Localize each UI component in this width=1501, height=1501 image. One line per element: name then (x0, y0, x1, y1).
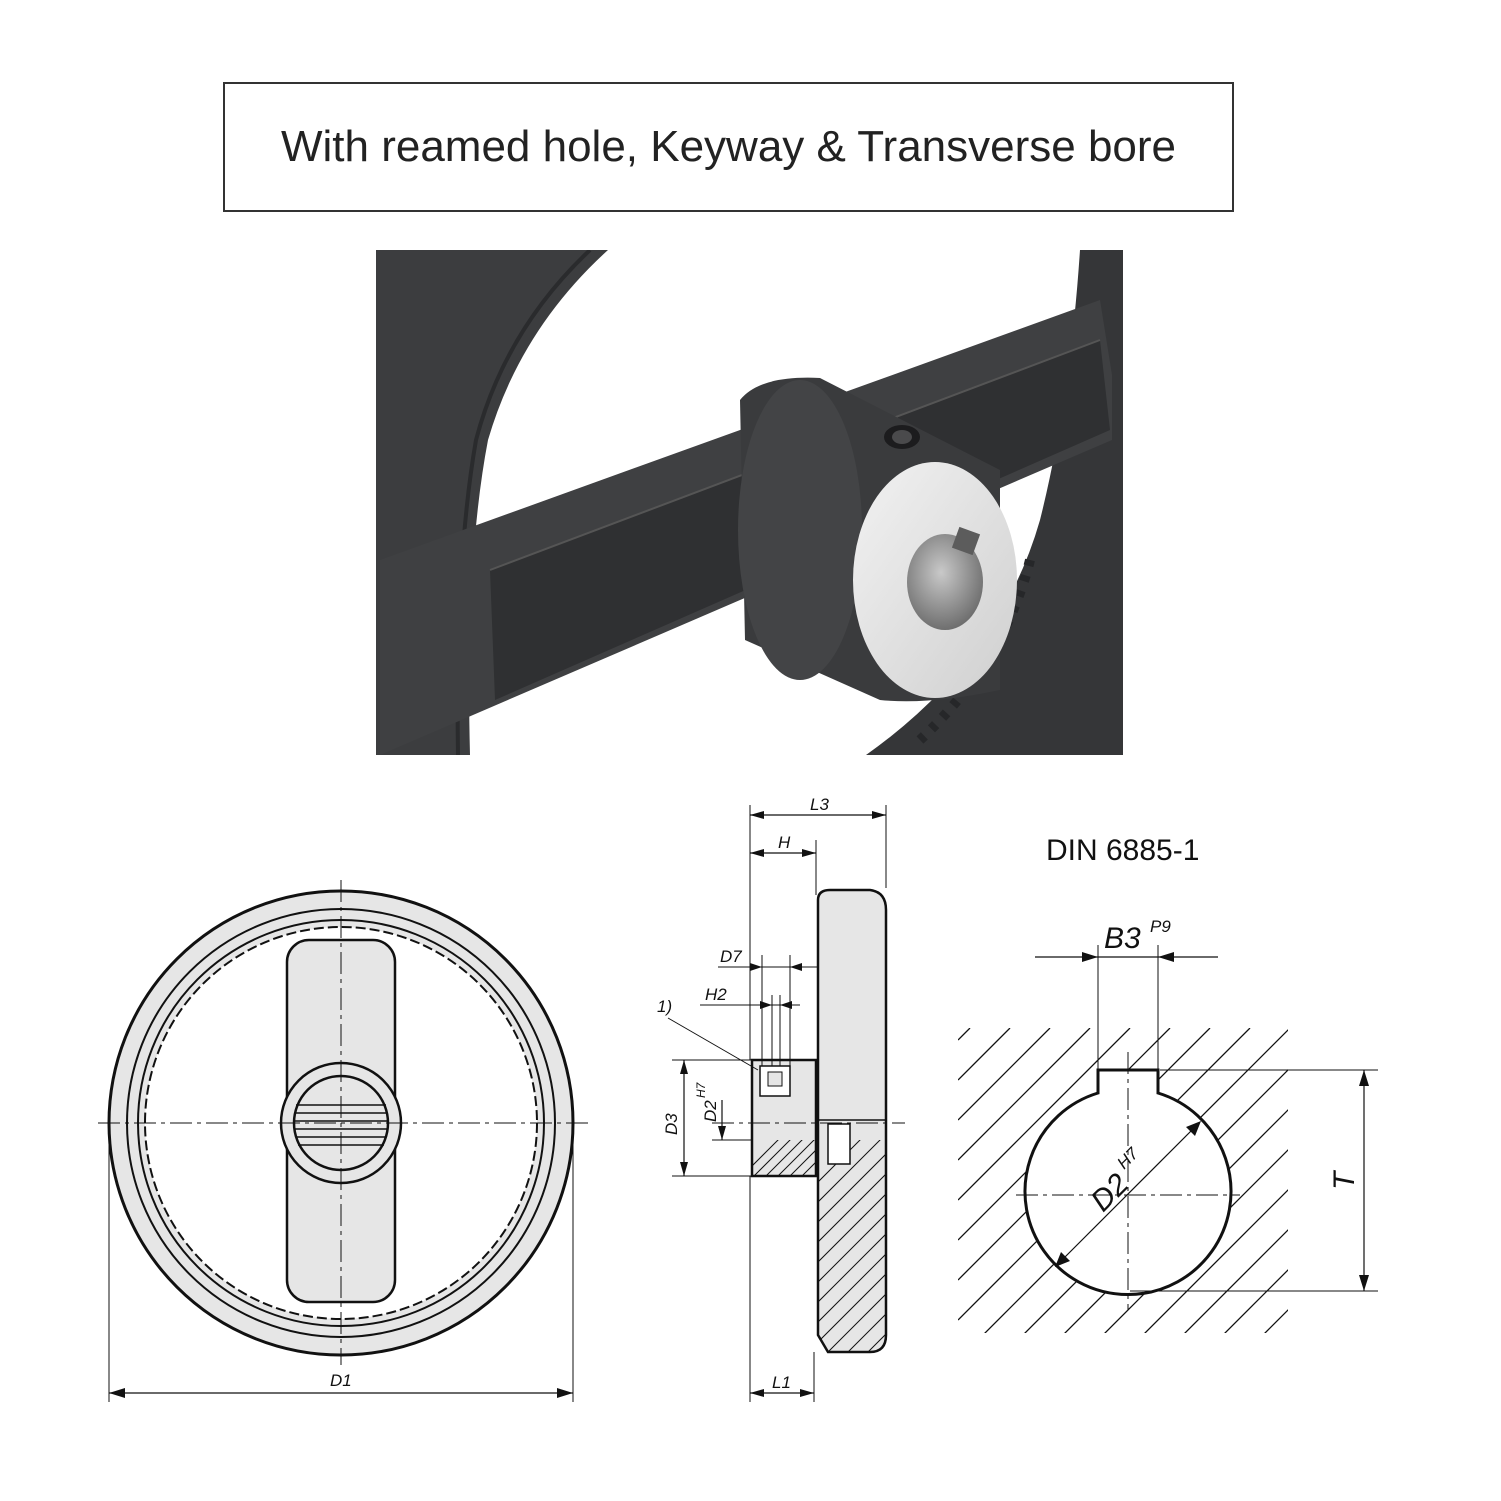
title: With reamed hole, Keyway & Transverse bo… (280, 122, 1177, 171)
keyway-notch (951, 526, 981, 556)
label-h: H (778, 833, 791, 852)
label-d7: D7 (720, 947, 742, 966)
label-t: T (1328, 1169, 1361, 1190)
din-standard: DIN 6885-1 (1046, 834, 1199, 867)
label-note-1: 1) (657, 997, 672, 1016)
front-view (98, 880, 588, 1402)
label-d3: D3 (662, 1113, 681, 1135)
label-b3: B3 (1104, 922, 1141, 955)
reamed-bore (907, 534, 983, 630)
label-l3: L3 (810, 795, 829, 814)
keyway-detail (958, 945, 1378, 1333)
rim-right (866, 250, 1123, 755)
label-h2: H2 (705, 985, 727, 1004)
label-b3-tolerance: P9 (1150, 917, 1171, 936)
product-photo (376, 250, 1123, 755)
label-d1: D1 (330, 1371, 352, 1390)
title-box: With reamed hole, Keyway & Transverse bo… (223, 82, 1234, 212)
label-d2-tolerance: H7 (694, 1081, 708, 1098)
label-d2: D2 (701, 1100, 720, 1122)
label-l1: L1 (772, 1373, 791, 1392)
side-view (667, 805, 905, 1402)
